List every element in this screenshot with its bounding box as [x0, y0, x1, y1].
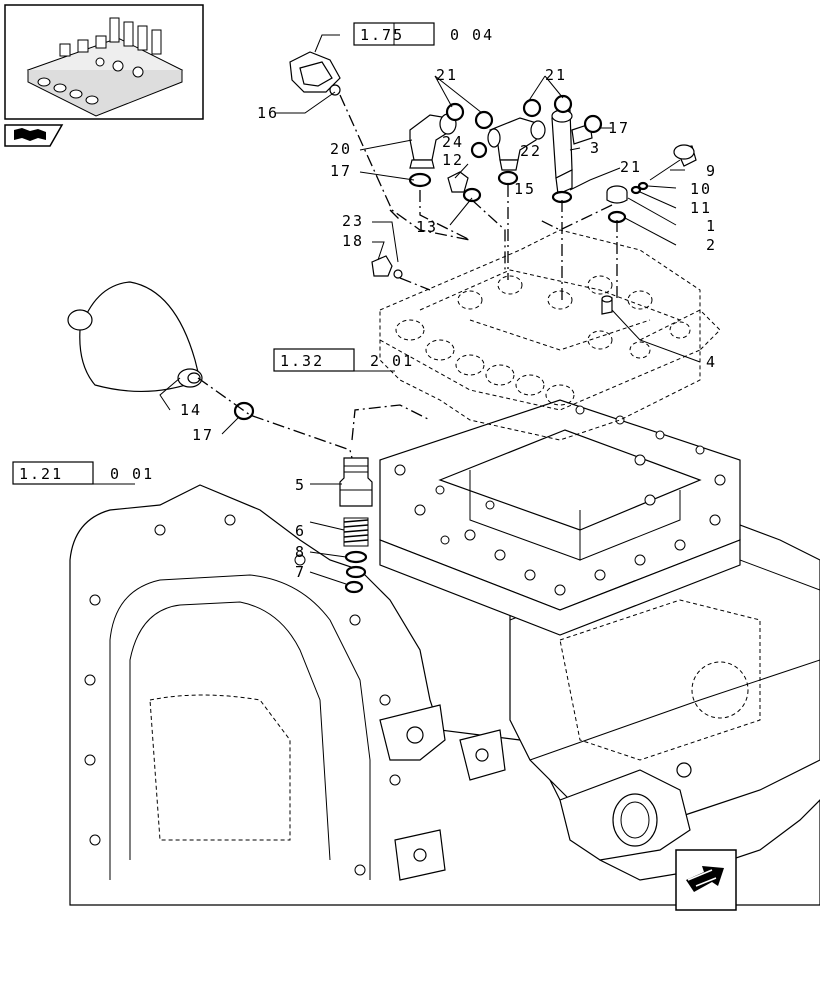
callout-17c: 17 [192, 426, 214, 444]
manual-book-icon[interactable] [4, 124, 64, 147]
callout-1: 1 [706, 217, 717, 235]
callout-21c: 21 [620, 158, 642, 176]
o-ring-11 [630, 185, 642, 195]
callout-13: 13 [416, 218, 438, 236]
o-ring-7 [344, 580, 364, 594]
callout-3: 3 [590, 139, 601, 157]
assembly-center-lines [197, 94, 618, 459]
callout-18: 18 [342, 232, 364, 250]
o-rings [408, 94, 627, 224]
top-cover-plate [379, 399, 741, 636]
plug-12 [447, 171, 469, 193]
plug-18 [371, 255, 403, 279]
cross-fitting [551, 109, 593, 195]
callout-16: 16 [257, 104, 279, 122]
callout-7: 7 [295, 563, 306, 581]
callout-23: 23 [342, 212, 364, 230]
o-ring-17-accumulator [233, 401, 255, 421]
plug-4 [601, 295, 613, 315]
callout-4: 4 [706, 353, 717, 371]
callout-21a: 21 [436, 66, 458, 84]
cap-plug-1 [606, 185, 628, 204]
callout-10: 10 [690, 180, 712, 198]
relief-spring [343, 517, 369, 547]
reference-suffix: 0 04 [450, 26, 494, 44]
washer-8 [344, 550, 368, 564]
callout-9: 9 [706, 162, 717, 180]
control-valve-block [379, 229, 721, 441]
reference-suffix: 0 01 [110, 465, 154, 483]
screw-9 [649, 144, 697, 181]
washer-8b [345, 565, 367, 579]
reference-box-1-75[interactable]: 1.75 0 04 [353, 22, 494, 46]
reference-box-1-21[interactable]: 1.21 0 01 [12, 461, 154, 485]
pressure-switch [289, 34, 341, 96]
leader-lines [159, 75, 701, 585]
reference-box-1-32[interactable]: 1.32 2 01 [273, 348, 414, 372]
callout-6: 6 [295, 522, 306, 540]
callout-22: 22 [520, 142, 542, 160]
callout-12: 12 [442, 151, 464, 169]
reference-number: 1.32 [280, 352, 324, 370]
valve-block-thumbnail-icon[interactable] [4, 4, 204, 120]
relief-valve-cartridge [339, 457, 373, 507]
callout-17b: 17 [330, 162, 352, 180]
callout-14: 14 [180, 401, 202, 419]
callout-15: 15 [514, 180, 536, 198]
callout-17a: 17 [608, 119, 630, 137]
tee-fitting [487, 117, 546, 171]
callout-8: 8 [295, 543, 306, 561]
callout-11: 11 [690, 199, 712, 217]
callout-labels: 16 21 21 17 20 24 12 22 3 17 15 21 9 10 … [180, 66, 717, 581]
navigate-arrow-icon[interactable] [675, 849, 737, 911]
callout-24: 24 [442, 133, 464, 151]
reference-number: 1.75 [360, 26, 404, 44]
callout-20: 20 [330, 140, 352, 158]
accumulator [67, 281, 203, 393]
reference-number: 1.21 [19, 465, 63, 483]
reference-suffix: 2 01 [370, 352, 414, 370]
callout-21b: 21 [545, 66, 567, 84]
callout-2: 2 [706, 236, 717, 254]
callout-5: 5 [295, 476, 306, 494]
o-ring-10 [637, 181, 649, 191]
